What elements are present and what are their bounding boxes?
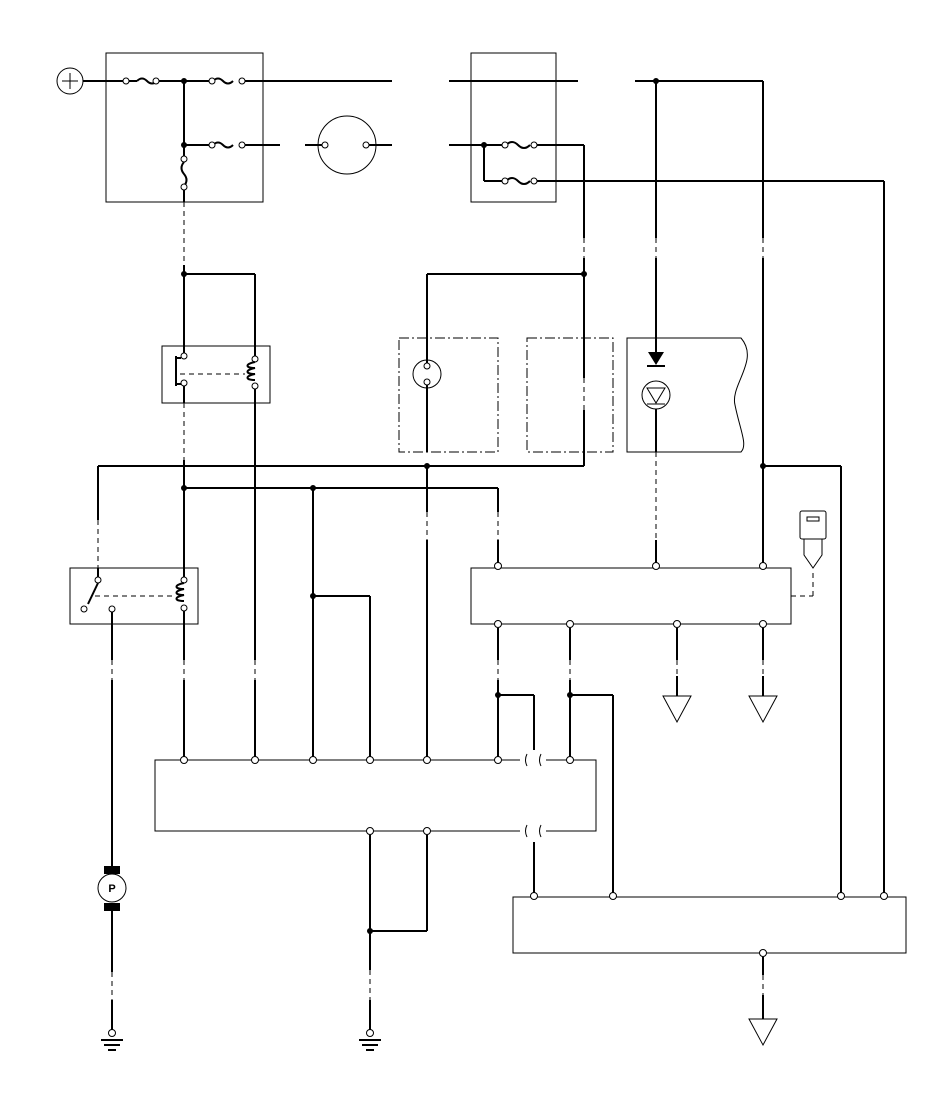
indicator-led-icon [641, 380, 671, 410]
relay-1-switch [175, 346, 188, 403]
relay-2-switch [80, 568, 116, 624]
relay-2-coil [175, 540, 188, 624]
ground-symbol-3 [748, 957, 778, 1047]
fuse-6 [484, 177, 884, 185]
battery-positive-terminal [56, 67, 84, 95]
indicator-light-module [398, 337, 499, 453]
relay-1-coil [246, 346, 259, 403]
under-dash-fuse-box [470, 52, 557, 203]
key-icon [799, 510, 827, 569]
pump-label: P [108, 883, 115, 895]
fuse-2 [184, 77, 392, 85]
fuse-5 [484, 141, 584, 149]
ground-symbol-2 [748, 628, 778, 724]
control-module-dashed [526, 337, 614, 453]
main-relay [161, 345, 271, 404]
connector-circle [305, 115, 392, 175]
gauge-assembly [626, 337, 748, 453]
fuse-4 [180, 145, 188, 202]
bulb-icon [412, 338, 442, 452]
diode-icon [647, 352, 665, 367]
gauge-control-unit [512, 896, 907, 954]
fuse-3 [184, 141, 280, 149]
fuel-pump-motor: P [97, 866, 127, 911]
connector-break-icon [525, 753, 542, 838]
chassis-ground-icon-1 [101, 1029, 123, 1051]
ignition-switch-unit [470, 567, 792, 625]
ground-symbol-1 [662, 628, 692, 724]
fuse-1 [122, 77, 184, 85]
fuel-pump-relay [69, 567, 199, 625]
chassis-ground-icon-2 [359, 1029, 381, 1051]
